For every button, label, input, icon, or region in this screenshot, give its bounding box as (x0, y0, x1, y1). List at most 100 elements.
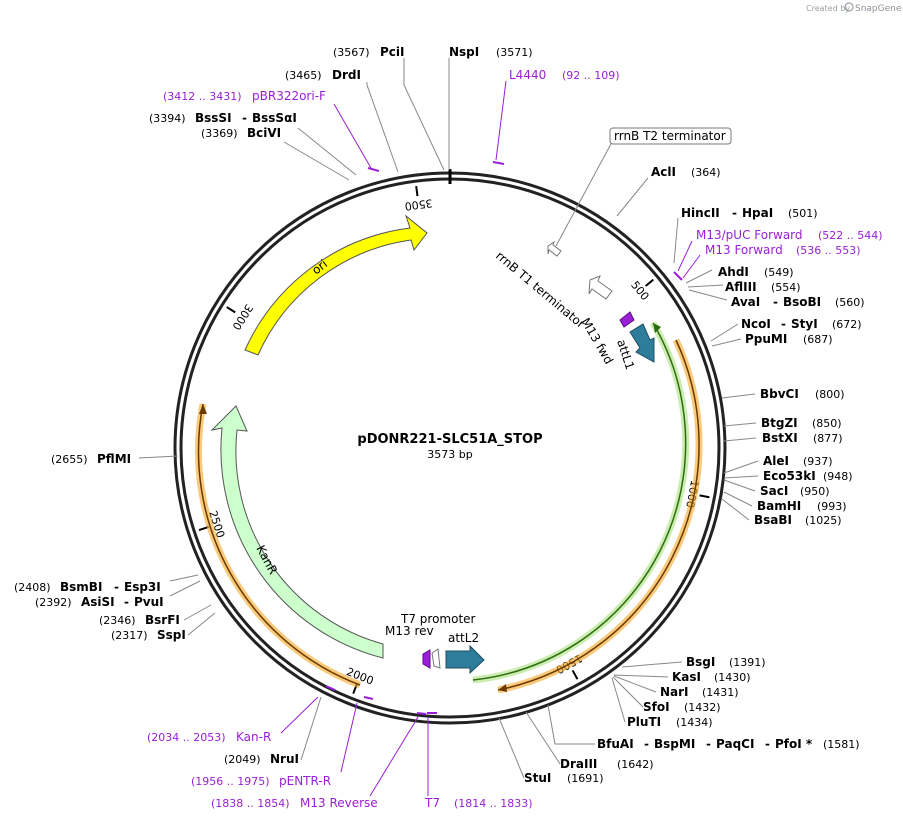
nspi-name[interactable]: NspI (449, 45, 479, 59)
ahdi-name[interactable]: AhdI (718, 265, 749, 279)
bsssi-leader (297, 127, 357, 176)
ncoi-name[interactable]: NcoI (741, 317, 771, 331)
eco53ki-pos: (948) (823, 470, 853, 483)
btgzi-leader (723, 422, 757, 427)
styi-name[interactable]: StyI (791, 317, 818, 331)
bssssai-name[interactable]: BssSαI (252, 111, 297, 125)
acli-name[interactable]: AclI (651, 165, 676, 179)
eco53ki-name[interactable]: Eco53kI (763, 469, 816, 483)
sspi-name[interactable]: SspI (157, 628, 186, 642)
hincii-name[interactable]: HincII (681, 206, 720, 220)
ppumi-leader (711, 338, 742, 347)
t7-primer-range: (1814 .. 1833) (454, 797, 533, 810)
bamhi-pos: (993) (817, 500, 847, 513)
rrnbt1-feature[interactable] (588, 275, 613, 300)
cds-right-arc[interactable] (497, 339, 700, 691)
eco53ki-leader (723, 475, 759, 479)
bspmi-name[interactable]: BspMI (654, 737, 695, 751)
snapgene-logo-icon (844, 2, 854, 12)
m13rev-label: M13 rev (385, 624, 434, 638)
m13fwd-primer-name[interactable]: M13 Forward (705, 243, 783, 257)
hpai-name[interactable]: HpaI (742, 206, 773, 220)
drdi-pos: (3465) (285, 69, 322, 82)
bcivi-pos: (3369) (201, 127, 238, 140)
pluti-pos: (1434) (676, 716, 713, 729)
alei-leader (723, 460, 759, 474)
saci-name[interactable]: SacI (760, 484, 788, 498)
pvui-name[interactable]: PvuI (134, 595, 164, 609)
t7promoter-feature[interactable] (431, 648, 441, 669)
ruler-tick (226, 306, 236, 314)
ori-feature[interactable] (244, 214, 428, 356)
bsmbi-name[interactable]: BsmBI (60, 580, 102, 594)
avai-name[interactable]: AvaI (731, 295, 760, 309)
paqci-name[interactable]: PaqCI (716, 737, 754, 751)
bsobi-name[interactable]: BsoBI (783, 295, 821, 309)
rrnbt2-feature[interactable] (547, 240, 562, 257)
bamhi-name[interactable]: BamHI (757, 499, 801, 513)
kanr-primer-name[interactable]: Kan-R (236, 730, 271, 744)
primer-marks (280, 80, 701, 797)
insert-arc[interactable] (472, 322, 687, 681)
snapgene-credit: Created by SnapGene (806, 2, 902, 14)
pentr-mark (363, 696, 374, 700)
pcii-name[interactable]: PciI (380, 45, 405, 59)
bsgi-name[interactable]: BsgI (686, 655, 715, 669)
draiii-pos: (1642) (617, 758, 654, 771)
alei-name[interactable]: AleI (763, 454, 789, 468)
pfoi-name[interactable]: PfoI * (775, 737, 813, 751)
nrui-pos: (2049) (224, 753, 261, 766)
bcivi-name[interactable]: BciVI (247, 126, 281, 140)
kasi-name[interactable]: KasI (672, 670, 701, 684)
cds-left-arc[interactable] (197, 403, 361, 686)
pluti-name[interactable]: PluTI (627, 715, 661, 729)
m13puc-mark (673, 271, 683, 281)
cds-left-arrowhead (199, 404, 207, 414)
drdi-name[interactable]: DrdI (332, 68, 361, 82)
attl2-label: attL2 (448, 631, 479, 645)
sspi-pos: (2317) (111, 629, 148, 642)
right-labels: AclI (364) HincII - HpaI (501) M13/pUC F… (651, 165, 883, 527)
pentr-leader (340, 702, 358, 773)
t7-primer-name[interactable]: T7 (424, 796, 440, 810)
afliii-name[interactable]: AflIII (725, 280, 757, 294)
asisi-name[interactable]: AsiSI (81, 595, 115, 609)
ppumi-name[interactable]: PpuMI (745, 332, 787, 346)
kasi-leader (613, 674, 669, 678)
stui-name[interactable]: StuI (524, 771, 551, 785)
l4440-name[interactable]: L4440 (509, 68, 546, 82)
bsmbi-sep: - (114, 580, 119, 594)
pentr-range: (1956 .. 1975) (191, 775, 270, 788)
cds-right-arrowhead (498, 684, 507, 692)
kanr-feature[interactable] (210, 405, 384, 659)
pbr322-name[interactable]: pBR322ori-F (252, 89, 326, 103)
attl1-feature[interactable] (629, 323, 655, 363)
bstxi-name[interactable]: BstXI (762, 431, 798, 445)
draiii-name[interactable]: DraIII (560, 757, 597, 771)
rrnbt2-label: rrnB T2 terminator (614, 129, 726, 143)
m13puc-name[interactable]: M13/pUC Forward (696, 228, 803, 242)
bbvci-name[interactable]: BbvCI (760, 387, 799, 401)
ruler-tick (571, 669, 579, 680)
m13fwd-feature[interactable] (619, 311, 635, 328)
bsabi-name[interactable]: BsaBI (754, 513, 792, 527)
attl2-feature[interactable] (445, 644, 485, 675)
bsssi-sep: - (242, 111, 247, 125)
top-labels: (3567) PciI NspI (3571) L4440 (92 .. 109… (149, 45, 620, 140)
sfoi-name[interactable]: SfoI (643, 700, 670, 714)
pentr-name[interactable]: pENTR-R (279, 774, 331, 788)
bsrfi-name[interactable]: BsrFI (145, 613, 180, 627)
m13rev-feature[interactable] (422, 649, 431, 669)
bfuai-sep3: - (765, 737, 770, 751)
bottom-right-labels: BsgI (1391) KasI (1430) NarI (1431) SfoI… (524, 655, 860, 785)
pflmi-name[interactable]: PflMI (97, 452, 131, 466)
nrui-name[interactable]: NruI (270, 752, 299, 766)
bsssi-name[interactable]: BssSI (195, 111, 232, 125)
esp3i-name[interactable]: Esp3I (124, 580, 161, 594)
sspi-leader (187, 612, 216, 636)
btgzi-name[interactable]: BtgZI (761, 416, 798, 430)
nari-name[interactable]: NarI (660, 685, 689, 699)
kasi-pos: (1430) (714, 671, 751, 684)
bfuai-name[interactable]: BfuAI (597, 737, 634, 751)
m13rev-primer-name[interactable]: M13 Reverse (300, 796, 378, 810)
